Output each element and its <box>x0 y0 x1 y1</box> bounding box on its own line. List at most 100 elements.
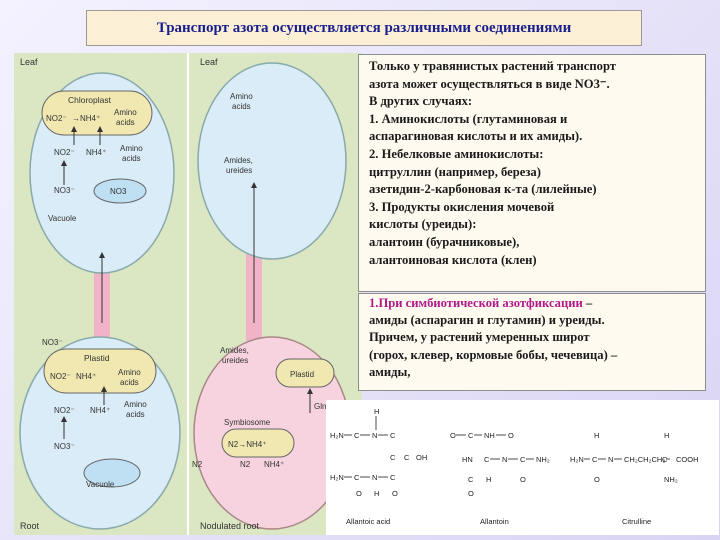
svg-text:N: N <box>372 473 377 482</box>
svg-text:Plastid: Plastid <box>290 370 314 379</box>
chemical-structures: H H₂N C N C C C OH H₂N C N C O H O Allan… <box>326 400 719 535</box>
svg-text:Amino: Amino <box>124 400 147 409</box>
info-line: амиды (аспарагин и глутамин) и уреиды. <box>369 313 605 328</box>
svg-text:C: C <box>390 473 396 482</box>
info-line: цитруллин (например, береза) <box>369 164 541 179</box>
info-box-symbiotic-fixation: 1.При симбиотической азотфиксации – амид… <box>358 293 706 391</box>
svg-text:O: O <box>508 431 514 440</box>
svg-text:NO3⁻: NO3⁻ <box>42 338 63 347</box>
plastid-nodule <box>275 358 335 388</box>
vacuole-label: Vacuole <box>48 214 77 223</box>
svg-text:C: C <box>404 453 410 462</box>
symbiotic-heading: 1.При симбиотической азотфиксации <box>369 296 583 310</box>
svg-text:NH4⁺: NH4⁺ <box>86 148 106 157</box>
svg-text:Amides,: Amides, <box>224 156 253 165</box>
svg-text:NO3⁻: NO3⁻ <box>54 442 75 451</box>
svg-text:acids: acids <box>126 410 145 419</box>
symbiosome-label: Symbiosome <box>224 418 271 427</box>
svg-text:C: C <box>390 453 396 462</box>
leaf-label-left: Leaf <box>20 57 38 67</box>
svg-text:NO3: NO3 <box>110 187 127 196</box>
info-line: (горох, клевер, кормовые бобы, чечевица)… <box>369 347 618 362</box>
svg-text:NH₂: NH₂ <box>664 475 678 484</box>
svg-text:acids: acids <box>122 154 141 163</box>
root-label-left: Root <box>20 521 40 531</box>
svg-text:C: C <box>468 431 474 440</box>
svg-text:O: O <box>594 475 600 484</box>
svg-text:H: H <box>374 489 379 498</box>
svg-text:N: N <box>372 431 377 440</box>
info-line: алантоин (бурачниковые), <box>369 234 520 249</box>
svg-text:C: C <box>468 475 474 484</box>
info-line: В других случаях: <box>369 94 473 109</box>
svg-text:O: O <box>468 489 474 498</box>
svg-text:C: C <box>354 473 360 482</box>
svg-text:Gln: Gln <box>314 402 326 411</box>
leaf-cell-right <box>197 62 347 260</box>
symbiosome <box>221 428 295 458</box>
svg-text:NO3⁻: NO3⁻ <box>54 186 75 195</box>
svg-text:C: C <box>484 455 490 464</box>
info-line: азота может осуществляться в виде NO3⁻. <box>369 76 610 91</box>
svg-text:O: O <box>392 489 398 498</box>
svg-text:N2: N2 <box>192 460 203 469</box>
vacuole-root <box>83 458 141 488</box>
svg-text:acids: acids <box>116 118 135 127</box>
leaf-label-right: Leaf <box>200 57 218 67</box>
allantoin-structure: O C NH O HN C N C NH₂ C H O O Allantoin <box>450 431 550 526</box>
svg-text:acids: acids <box>232 102 251 111</box>
svg-text:N: N <box>608 455 613 464</box>
dash: – <box>582 296 593 310</box>
info-box-transport-forms: Только у травянистых растений транспорт … <box>358 54 706 292</box>
info-line: 2. Небелковые аминокислоты: <box>369 146 544 161</box>
svg-text:C: C <box>592 455 598 464</box>
svg-text:CH₂CH₂CH₂: CH₂CH₂CH₂ <box>624 455 665 464</box>
svg-text:O: O <box>450 431 456 440</box>
info-line: аспарагиновая кислоты и их амиды). <box>369 129 583 144</box>
svg-text:H: H <box>486 475 491 484</box>
svg-text:H₂N: H₂N <box>330 473 344 482</box>
svg-text:Amino: Amino <box>230 92 253 101</box>
svg-text:NH4⁺: NH4⁺ <box>76 372 96 381</box>
allantoic-acid-label: Allantoic acid <box>346 517 390 526</box>
svg-text:Amino: Amino <box>118 368 141 377</box>
vacuole-leaf <box>93 178 147 204</box>
svg-text:C: C <box>390 431 396 440</box>
info-line: Только у травянистых растений транспорт <box>369 59 616 73</box>
svg-text:O: O <box>356 489 362 498</box>
svg-text:C: C <box>662 455 668 464</box>
svg-text:ureides: ureides <box>222 356 248 365</box>
svg-text:N2→NH4⁺: N2→NH4⁺ <box>228 440 266 449</box>
svg-text:HN: HN <box>462 455 473 464</box>
svg-text:NO2⁻: NO2⁻ <box>50 372 71 381</box>
plastid-root <box>43 348 157 394</box>
svg-text:C: C <box>520 455 526 464</box>
svg-text:O: O <box>520 475 526 484</box>
allantoin-label: Allantoin <box>480 517 509 526</box>
svg-text:H₂N: H₂N <box>570 455 584 464</box>
slide-title: Транспорт азота осуществляется различным… <box>86 10 642 46</box>
svg-text:Vacuole: Vacuole <box>86 480 115 489</box>
svg-text:N2: N2 <box>240 460 251 469</box>
nitrogen-transport-diagram: Chloroplast NO2⁻ →NH4⁺ Amino acids NO2⁻ … <box>14 53 362 535</box>
svg-text:NH₂: NH₂ <box>536 455 550 464</box>
svg-text:OH: OH <box>416 453 427 462</box>
svg-text:COOH: COOH <box>676 455 699 464</box>
svg-text:Amides,: Amides, <box>220 346 249 355</box>
citrulline-structure: H H H₂N C N CH₂CH₂CH₂ C COOH O NH₂ Citru… <box>570 431 699 526</box>
info-line: кислоты (уреиды): <box>369 217 477 232</box>
info-line: 1. Аминокислоты (глутаминовая и <box>369 111 568 126</box>
allantoic-acid-structure: H H₂N C N C C C OH H₂N C N C O H O Allan… <box>330 407 427 526</box>
svg-text:C: C <box>354 431 360 440</box>
chloroplast-label: Chloroplast <box>68 95 112 105</box>
info-line: алантоиновая кислота (клен) <box>369 252 537 267</box>
svg-text:Amino: Amino <box>114 108 137 117</box>
svg-text:NO2⁻: NO2⁻ <box>54 148 75 157</box>
svg-text:Amino: Amino <box>120 144 143 153</box>
svg-text:NH4⁺: NH4⁺ <box>90 406 110 415</box>
svg-text:NO2⁻: NO2⁻ <box>54 406 75 415</box>
svg-text:NO2⁻: NO2⁻ <box>46 114 67 123</box>
info-line: азетидин-2-карбоновая к-та (лилейные) <box>369 182 597 197</box>
plastid-label: Plastid <box>84 353 110 363</box>
svg-text:H: H <box>374 407 379 416</box>
